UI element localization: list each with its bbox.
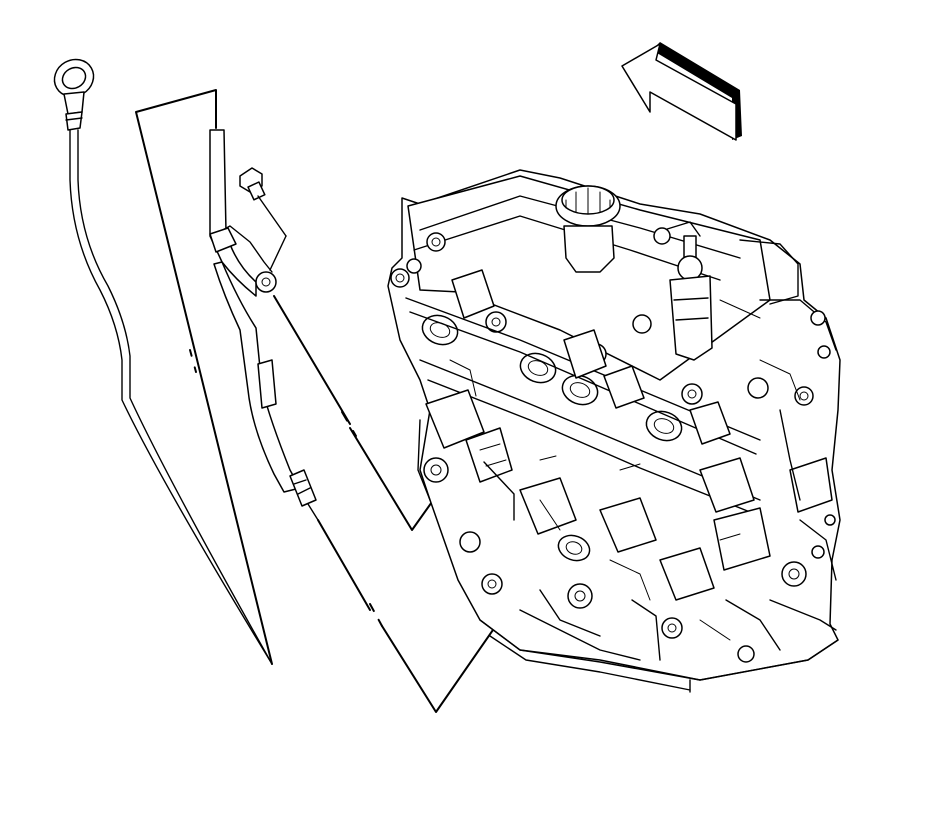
engine-block [387, 169, 841, 693]
callout-lines-left [135, 89, 273, 665]
dipstick-tube [209, 129, 319, 521]
tube-bolt [239, 167, 287, 293]
dipstick [53, 58, 273, 665]
front-arrow-icon [621, 42, 742, 141]
